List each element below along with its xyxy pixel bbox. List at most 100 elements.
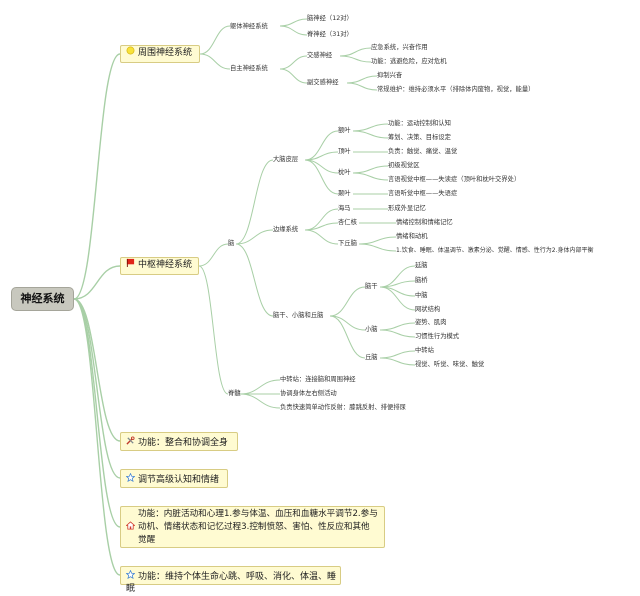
note-hypothalamus-function[interactable]: 功能：内脏活动和心理1.参与体温、血压和血糖水平调节2.参与动机、情绪状态和记忆…: [120, 506, 385, 548]
connector-line: [339, 55, 372, 63]
connector-line: [73, 298, 121, 479]
connector-line: [358, 236, 397, 245]
connector-line: [346, 82, 378, 91]
note-life-support-text: 功能：维持个体生命心跳、呼吸、消化、体温、睡眠: [126, 572, 337, 594]
sympathetic-node[interactable]: 交感神经: [307, 52, 333, 59]
star-icon: [125, 569, 136, 583]
leaf-reflex[interactable]: 负责快速简单动作反射：膝跳反射、排便排尿: [280, 404, 406, 411]
leaf-coordinate[interactable]: 协调身体左右侧活动: [280, 390, 337, 397]
leaf-maintenance[interactable]: 常规维护：维持必须水平（排除体内废物，视觉，能量）: [377, 86, 535, 93]
cortex-node[interactable]: 大脑皮层: [273, 156, 299, 163]
leaf-relay[interactable]: 中转站: [415, 347, 434, 354]
parietal-lobe-node[interactable]: 顶叶: [338, 148, 351, 155]
leaf-escape-danger[interactable]: 功能：逃避危险，应对危机: [371, 58, 447, 65]
connector-line: [346, 75, 378, 84]
connector-line: [352, 165, 389, 174]
connector-line: [329, 315, 366, 359]
connector-line: [339, 47, 372, 57]
peripheral-label: 周围神经系统: [138, 48, 193, 58]
note-hypothalamus-text: 功能：内脏活动和心理1.参与体温、血压和血糖水平调节2.参与动机、情绪状态和记忆…: [138, 508, 378, 545]
thalamus-node[interactable]: 丘脑: [365, 354, 378, 361]
leaf-visual-speech[interactable]: 言语视觉中枢——失读症（顶叶和枕叶交界处）: [388, 176, 521, 183]
note-integrate[interactable]: 功能：整合和协调全身: [120, 432, 238, 451]
somatic-node[interactable]: 躯体神经系统: [230, 23, 268, 30]
connector-line: [279, 68, 308, 84]
leaf-emotion-memory[interactable]: 情绪控制和情绪记忆: [396, 219, 453, 226]
connector-line: [329, 315, 366, 331]
peripheral-node[interactable]: 周围神经系统: [120, 45, 200, 63]
brain-node[interactable]: 脑: [228, 240, 235, 247]
temporal-lobe-node[interactable]: 颞叶: [338, 190, 351, 197]
leaf-primary-visual[interactable]: 初级视觉区: [388, 162, 420, 169]
flag-icon: [126, 258, 135, 271]
leaf-auditory-speech[interactable]: 言语听觉中枢——失语症: [388, 190, 458, 197]
leaf-midbrain[interactable]: 中脑: [415, 292, 428, 299]
central-node[interactable]: 中枢神经系统: [120, 257, 199, 275]
central-label: 中枢神经系统: [138, 260, 193, 270]
root-node[interactable]: 神经系统: [11, 287, 74, 311]
connector-line: [279, 55, 308, 70]
hypothalamus-node[interactable]: 下丘脑: [338, 240, 357, 247]
leaf-hypothalamus-functions[interactable]: 1.饮食、睡眠、体温调节、激素分泌、觉醒、情感、性行为2.身体内部平衡: [396, 247, 594, 254]
brainstem-node[interactable]: 脑干: [365, 283, 378, 290]
amygdala-node[interactable]: 杏仁核: [338, 219, 357, 226]
connector-line: [352, 130, 389, 139]
note-cognition[interactable]: 调节高级认知和情绪: [120, 469, 228, 488]
limbic-node[interactable]: 边缘系统: [273, 226, 299, 233]
leaf-planning[interactable]: 筹划、决策、目标设定: [388, 134, 451, 141]
connector-line: [73, 265, 121, 300]
connector-line: [239, 393, 281, 409]
leaf-emergency-system[interactable]: 应急系统，兴奋作用: [371, 44, 428, 51]
connector-line: [329, 286, 366, 317]
connector-line: [379, 286, 416, 311]
leaf-spinal-nerves[interactable]: 脊神经（31对）: [307, 31, 353, 38]
note-life-support[interactable]: 功能：维持个体生命心跳、呼吸、消化、体温、睡眠: [120, 566, 341, 594]
leaf-medulla[interactable]: 延脑: [415, 262, 428, 269]
star-icon: [125, 472, 136, 486]
cerebellum-node[interactable]: 小脑: [365, 326, 378, 333]
connector-line: [379, 286, 416, 297]
connector-line: [235, 229, 274, 245]
connector-line: [352, 123, 389, 132]
connector-line: [73, 53, 121, 300]
occipital-lobe-node[interactable]: 枕叶: [338, 169, 351, 176]
leaf-habit[interactable]: 习惯性行为模式: [415, 333, 460, 340]
leaf-emotion-motivation[interactable]: 情绪和动机: [396, 233, 428, 240]
hippocampus-node[interactable]: 海马: [338, 205, 351, 212]
connector-line: [352, 172, 389, 181]
leaf-cranial-nerves[interactable]: 脑神经（12对）: [307, 15, 353, 22]
leaf-inhibit[interactable]: 抑制兴奋: [377, 72, 403, 79]
connector-line: [379, 350, 416, 359]
connector-line: [379, 357, 416, 366]
connector-line: [199, 25, 231, 55]
connector-line: [279, 18, 308, 27]
stem-group-node[interactable]: 脑干、小脑和丘脑: [273, 312, 324, 319]
connector-line: [198, 243, 229, 267]
house-icon: [125, 520, 136, 534]
leaf-posture[interactable]: 姿势、肌肉: [415, 319, 447, 326]
connector-line: [304, 229, 339, 245]
spinal-node[interactable]: 脊髓: [228, 390, 241, 397]
autonomic-node[interactable]: 自主神经系统: [230, 65, 268, 72]
connector-line: [304, 130, 339, 161]
leaf-motor-control[interactable]: 功能：运动控制和认知: [388, 120, 451, 127]
connector-line: [379, 329, 416, 338]
connector-line: [198, 265, 229, 395]
leaf-senses[interactable]: 视觉、听觉、味觉、触觉: [415, 361, 485, 368]
connector-line: [279, 25, 308, 36]
leaf-touch-pain[interactable]: 负责：触觉、痛觉、温觉: [388, 148, 458, 155]
parasympathetic-node[interactable]: 副交感神经: [307, 79, 339, 86]
connector-line: [304, 159, 339, 174]
leaf-spinal-relay[interactable]: 中转站：连接脑和周围神经: [280, 376, 356, 383]
connector-line: [239, 379, 281, 395]
leaf-pons[interactable]: 脑桥: [415, 277, 428, 284]
connector-line: [304, 159, 339, 195]
connector-line: [235, 243, 274, 317]
connector-line: [73, 298, 121, 576]
frontal-lobe-node[interactable]: 额叶: [338, 127, 351, 134]
leaf-reticular[interactable]: 网状结构: [415, 306, 441, 313]
tools-icon: [126, 436, 135, 449]
leaf-explicit-memory[interactable]: 形成外显记忆: [388, 205, 426, 212]
